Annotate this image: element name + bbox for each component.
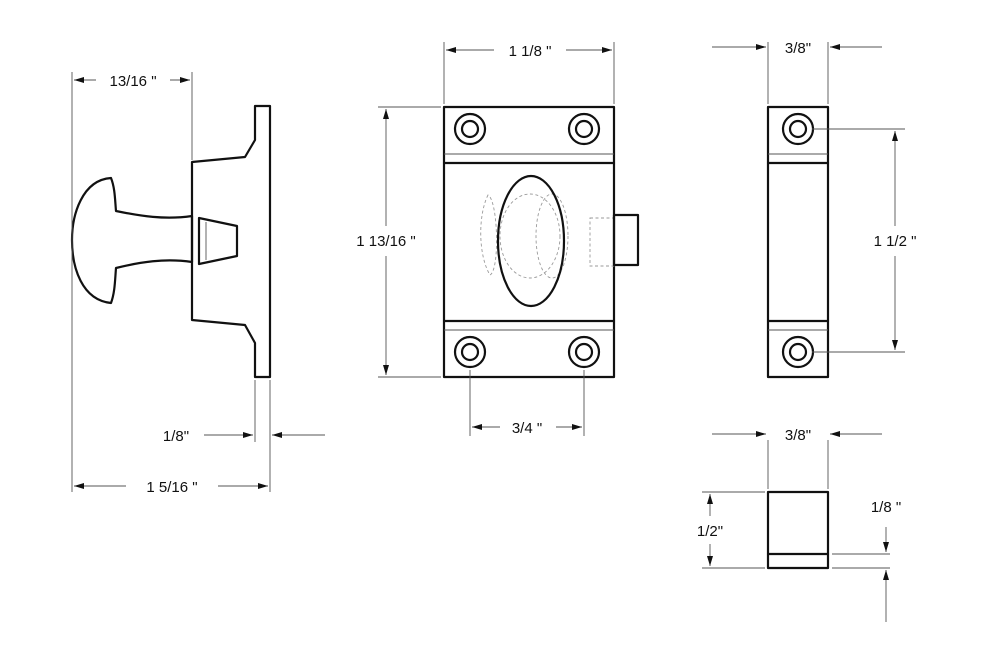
dim-keeper-height: 1/2" [697, 523, 723, 540]
front-view: 1 1/8 " 1 13/16 " 3/4 " [356, 42, 640, 437]
dim-side-overall: 1 5/16 " [146, 479, 197, 496]
dim-front-height: 1 13/16 " [356, 233, 416, 250]
front-view-knob [496, 174, 566, 308]
keeper-view: 3/8" 1/2" 1/8 " [697, 427, 901, 622]
dim-end-hole-spacing: 1 1/2 " [874, 233, 917, 250]
dim-side-depth: 13/16 " [109, 73, 156, 90]
dim-end-width: 3/8" [785, 40, 811, 57]
dim-front-hole-spacing: 3/4 " [512, 420, 542, 437]
screw-holes [453, 112, 601, 369]
dim-side-plate-thickness: 1/8" [163, 428, 189, 445]
side-view-body [190, 104, 272, 379]
side-view-knob [70, 176, 194, 305]
dim-keeper-width: 3/8" [785, 427, 811, 444]
dim-keeper-lip: 1/8 " [871, 499, 901, 516]
end-view-body [766, 105, 830, 379]
keeper-body [766, 490, 830, 570]
front-view-bolt [612, 213, 640, 267]
dim-front-width: 1 1/8 " [509, 43, 552, 60]
end-view: 3/8" 1 1/2 " [712, 40, 917, 379]
side-view-bolt [197, 216, 239, 266]
side-view: 13/16 " 1/8" 1 5/16 " [70, 72, 325, 496]
